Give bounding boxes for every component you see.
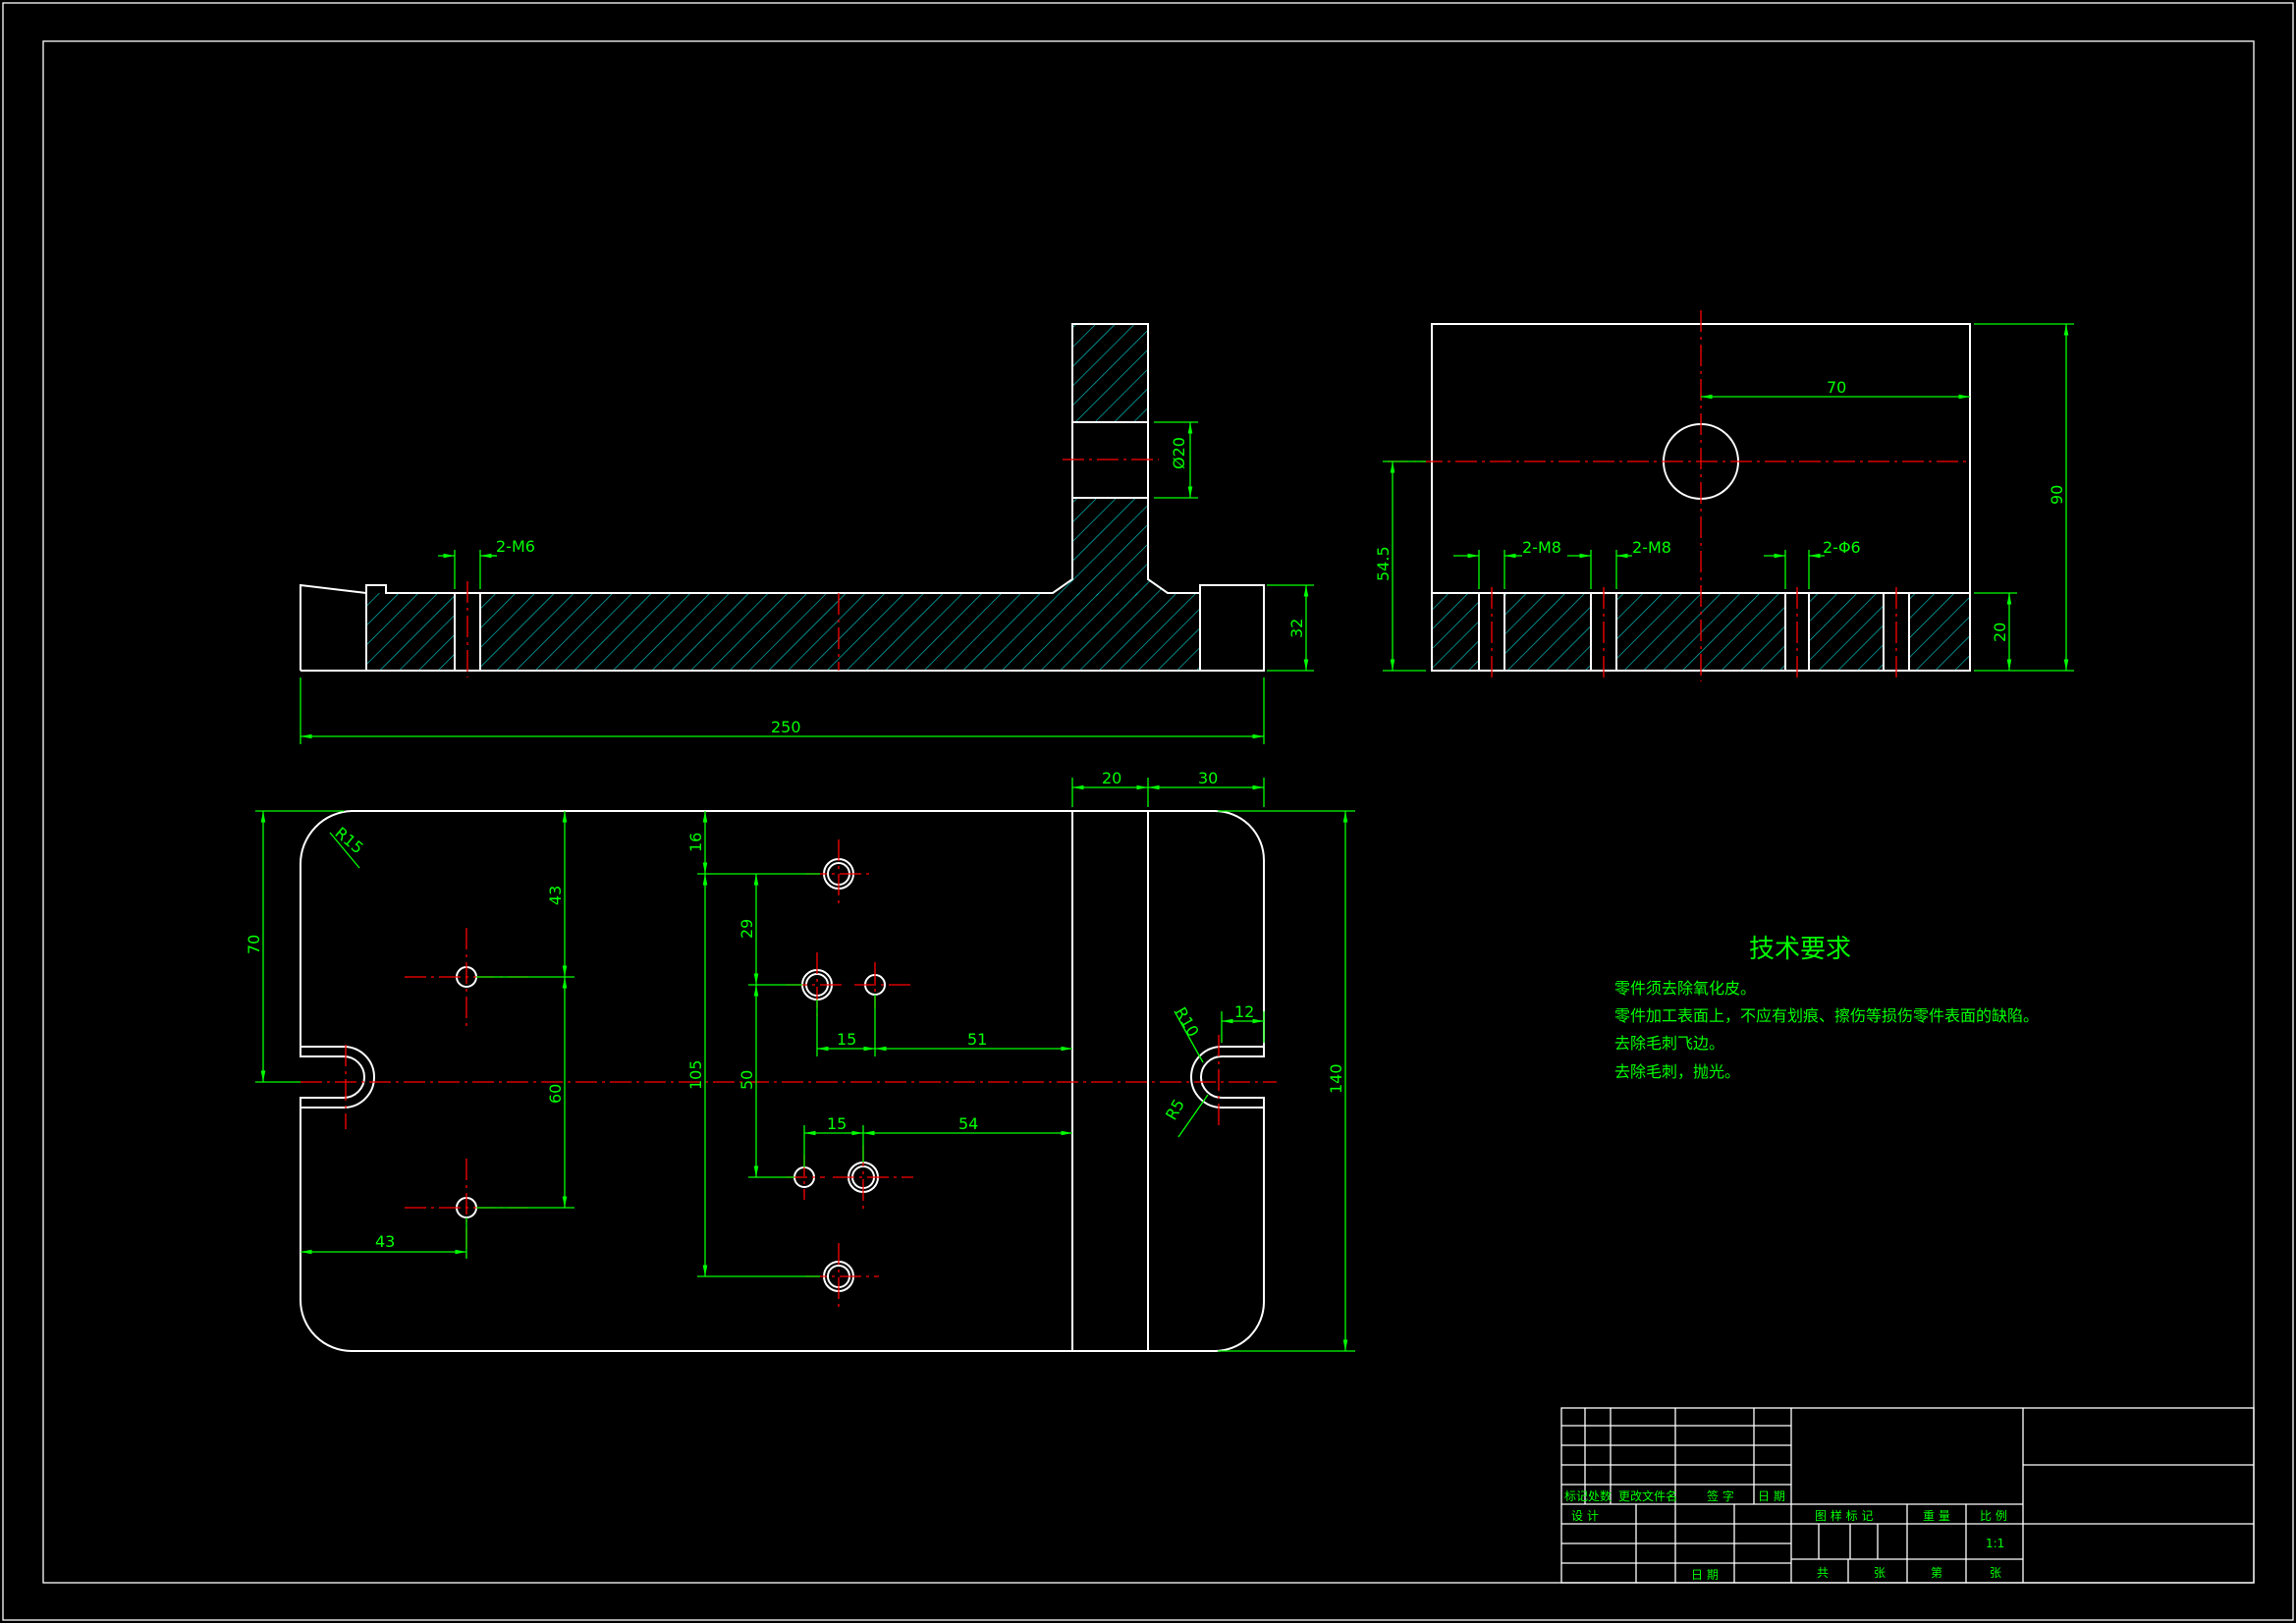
tb-label: 签 字 (1707, 1488, 1734, 1503)
tb-label: 张 (1874, 1566, 1886, 1580)
dim-label: 250 (771, 718, 801, 736)
dim-label: 2-M8 (1632, 538, 1671, 557)
tb-label: 张 (1990, 1566, 2001, 1580)
tb-label: 重 量 (1923, 1509, 1950, 1523)
dim-leader (329, 832, 360, 869)
dim-label: 2-M6 (496, 537, 535, 556)
slot-left (301, 1046, 375, 1109)
dim-label: 70 (1827, 378, 1846, 397)
dim-label: 51 (967, 1030, 987, 1049)
dim-label: 50 (738, 1070, 756, 1090)
dim-label: 20 (1102, 769, 1121, 787)
dim-label: 30 (1198, 769, 1218, 787)
dim-label: 16 (686, 833, 705, 852)
dim-label: 29 (738, 919, 756, 939)
dim-leader (1174, 1010, 1204, 1063)
tb-label: 共 (1817, 1566, 1829, 1580)
dim-label: 105 (686, 1059, 705, 1090)
dim-label: 43 (546, 886, 565, 905)
side-view: 70 90 54.5 2-M8 2-M8 2-Φ6 20 (1374, 310, 2074, 681)
dim-label: 15 (837, 1030, 856, 1049)
tech-item: 零件须去除氧化皮。 (1614, 979, 1756, 998)
slot-right (1190, 1046, 1264, 1109)
hatch-base (366, 593, 1200, 671)
dim-label: Ø20 (1170, 437, 1188, 469)
dim-label: 32 (1287, 619, 1306, 638)
tb-label: 第 (1931, 1566, 1942, 1580)
inner-border (42, 40, 2255, 1584)
dim-label: 43 (375, 1232, 395, 1251)
tb-label: 更改文件名 (1618, 1488, 1677, 1503)
tb-label: 处数 (1588, 1488, 1612, 1503)
dim-label: 54 (958, 1114, 978, 1133)
hatch-upright-bottom (1072, 498, 1148, 596)
dim-label: 90 (2048, 485, 2066, 505)
tech-title: 技术要求 (1749, 935, 1851, 964)
hole (833, 1145, 913, 1214)
dim-label: 2-Φ6 (1823, 538, 1861, 557)
tb-value: 1:1 (1986, 1537, 2004, 1550)
tb-label: 设 计 (1571, 1509, 1599, 1523)
tech-item: 去除毛刺，抛光。 (1614, 1062, 1740, 1081)
mask-end-right (1200, 585, 1264, 674)
plan-view: 20 30 R15 70 43 60 43 16 105 29 50 (245, 769, 1355, 1352)
technical-requirements: 技术要求 零件须去除氧化皮。 零件加工表面上，不应有划痕、擦伤等损伤零件表面的缺… (1614, 935, 2039, 1081)
title-block: 标记 处数 更改文件名 签 字 日 期 设 计 日 期 图 样 标 记 重 量 … (1560, 1407, 2255, 1584)
front-section-view: 2-M6 Ø20 32 250 (300, 323, 1314, 744)
dim-label: R10 (1172, 1004, 1203, 1041)
tb-label: 日 期 (1691, 1568, 1719, 1582)
dim-label: 60 (546, 1084, 565, 1104)
dim-label: 70 (245, 935, 263, 954)
plan-outline (300, 810, 1265, 1352)
dim-label: 15 (827, 1114, 847, 1133)
tb-label: 图 样 标 记 (1815, 1508, 1873, 1523)
tech-item: 零件加工表面上，不应有划痕、擦伤等损伤零件表面的缺陷。 (1614, 1006, 2039, 1025)
dim-label: 12 (1234, 1002, 1254, 1021)
tb-label: 标记 (1564, 1489, 1588, 1503)
hatch-upright-top (1072, 324, 1148, 422)
dim-label: 54.5 (1374, 546, 1393, 581)
dim-label: R5 (1162, 1096, 1188, 1123)
dim-label: R15 (331, 824, 366, 858)
dim-label: 2-M8 (1522, 538, 1561, 557)
tb-label: 日 期 (1758, 1489, 1785, 1503)
dim-leader (1177, 1094, 1209, 1138)
dim-label: 140 (1327, 1063, 1345, 1094)
tb-label: 比 例 (1980, 1509, 2007, 1523)
tech-item: 去除毛刺飞边。 (1614, 1034, 1724, 1053)
dim-label: 20 (1991, 622, 2009, 642)
hole (854, 962, 913, 1007)
